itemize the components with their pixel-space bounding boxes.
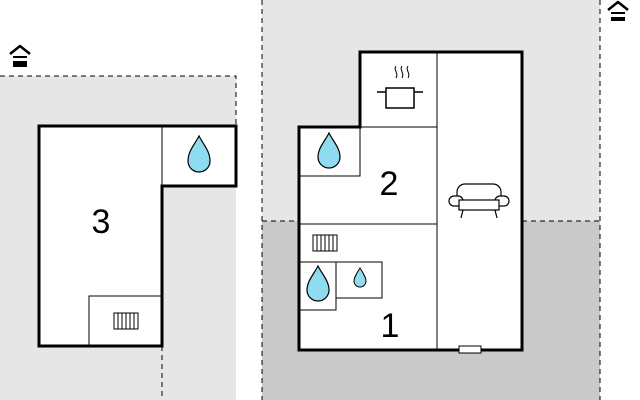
bathroom-lower-right <box>335 261 383 299</box>
room-number-2: 2 <box>380 165 399 203</box>
building-right: 2 1 <box>297 50 524 354</box>
cooking-pot-icon <box>377 65 423 109</box>
bathroom-left <box>161 125 237 187</box>
building-left: 3 <box>37 124 238 348</box>
water-drop-icon <box>187 134 211 173</box>
left-boundary <box>0 75 237 128</box>
radiator-icon <box>113 312 139 330</box>
room-number-3: 3 <box>92 203 111 241</box>
water-drop-icon <box>306 264 330 302</box>
house-entrance-icon <box>607 0 629 21</box>
house-entrance-icon <box>9 44 31 67</box>
window-icon <box>458 345 482 354</box>
room-number-1: 1 <box>381 307 400 345</box>
property-boundaries <box>0 0 601 400</box>
sofa-icon <box>448 183 510 219</box>
storage-left <box>88 295 163 347</box>
bathroom-upper <box>298 126 361 177</box>
water-drop-icon <box>317 131 341 169</box>
water-drop-icon <box>353 267 367 288</box>
radiator-icon <box>312 234 338 252</box>
